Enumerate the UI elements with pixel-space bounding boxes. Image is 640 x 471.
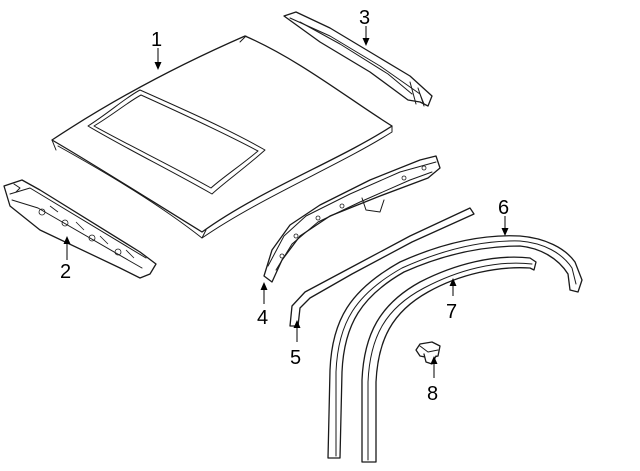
callout-5-label: 5 — [290, 347, 301, 369]
callout-6-label: 6 — [498, 197, 509, 219]
rear-roof-rail — [283, 11, 433, 107]
front-roof-rail — [3, 179, 157, 279]
callout-7: 7 — [446, 278, 457, 323]
callout-3: 3 — [359, 7, 370, 46]
callout-1: 1 — [151, 29, 162, 70]
callout-3-label: 3 — [359, 7, 370, 29]
callout-2-label: 2 — [60, 261, 71, 283]
callout-7-label: 7 — [446, 301, 457, 323]
callout-8: 8 — [427, 356, 438, 405]
callout-4: 4 — [257, 282, 268, 329]
callout-4-label: 4 — [257, 307, 268, 329]
callout-8-label: 8 — [427, 383, 438, 405]
drip-molding — [289, 207, 475, 327]
callout-5: 5 — [290, 320, 301, 369]
side-roof-rail — [263, 155, 441, 283]
roof-panel — [51, 35, 393, 239]
outer-weatherstrip — [327, 235, 583, 459]
callout-1-label: 1 — [151, 29, 162, 51]
inner-weatherstrip — [361, 256, 537, 463]
clip-fastener — [415, 341, 441, 365]
callout-2: 2 — [60, 236, 71, 283]
callout-6: 6 — [498, 197, 509, 236]
